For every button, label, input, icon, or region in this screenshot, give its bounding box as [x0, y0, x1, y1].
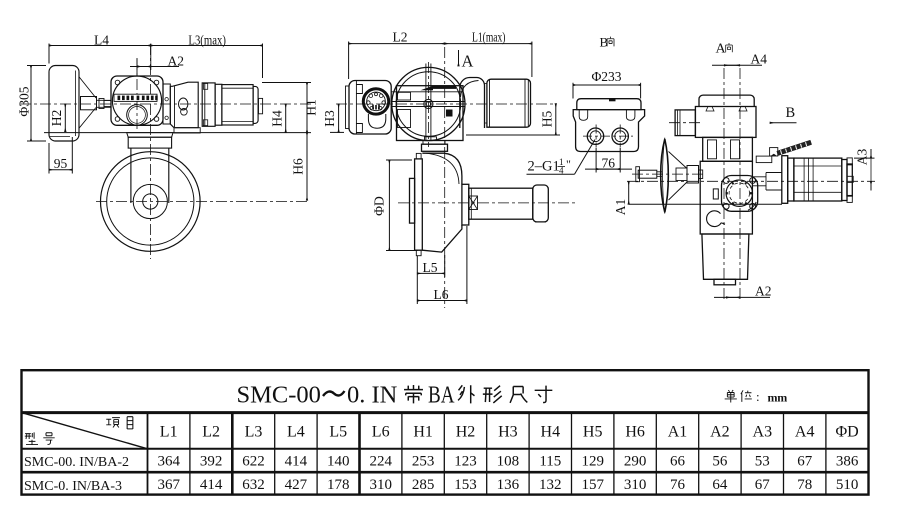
svg-text:H2: H2	[49, 110, 64, 127]
svg-text:ΦD: ΦD	[372, 196, 387, 216]
svg-text:67: 67	[797, 453, 813, 469]
svg-text:427: 427	[285, 477, 308, 493]
svg-text:H6: H6	[291, 158, 306, 175]
svg-text:76: 76	[601, 156, 615, 171]
svg-text:56: 56	[712, 453, 728, 469]
svg-text:129: 129	[581, 453, 604, 469]
svg-text:2–G1: 2–G1	[528, 159, 560, 175]
svg-text:A3: A3	[753, 424, 773, 441]
svg-text:L3: L3	[245, 424, 263, 441]
svg-text:B: B	[786, 105, 796, 121]
svg-text:L1(max): L1(max)	[472, 30, 506, 45]
svg-text:632: 632	[242, 477, 265, 493]
svg-text:136: 136	[497, 477, 520, 493]
svg-text:SMC-0. IN/BA-3: SMC-0. IN/BA-3	[24, 479, 122, 494]
svg-text:ΦD: ΦD	[835, 424, 858, 441]
svg-text:H5: H5	[540, 111, 555, 128]
svg-text:140: 140	[327, 453, 350, 469]
svg-text:178: 178	[327, 477, 350, 493]
svg-text:L3(max): L3(max)	[188, 33, 226, 48]
svg-text:A2: A2	[755, 284, 772, 299]
svg-text:Φ305: Φ305	[17, 86, 32, 116]
svg-text:L6: L6	[372, 424, 390, 441]
svg-text:H3: H3	[498, 424, 518, 441]
svg-text:66: 66	[670, 453, 686, 469]
svg-text:": "	[566, 157, 571, 171]
svg-text:224: 224	[369, 453, 392, 469]
svg-text:310: 310	[369, 477, 392, 493]
svg-text:SMC-00. IN/BA-2: SMC-00. IN/BA-2	[24, 455, 129, 470]
svg-text:414: 414	[200, 477, 223, 493]
svg-text:L2: L2	[202, 424, 220, 441]
svg-text:A3: A3	[855, 149, 870, 166]
svg-text:L5: L5	[423, 260, 438, 275]
svg-text:SMC-00: SMC-00	[237, 382, 321, 409]
svg-text:L4: L4	[287, 424, 305, 441]
svg-text:L4: L4	[94, 33, 109, 48]
svg-text:L5: L5	[329, 424, 347, 441]
svg-text:A1: A1	[613, 199, 628, 216]
svg-text:67: 67	[755, 477, 771, 493]
svg-text:510: 510	[836, 477, 859, 493]
svg-text:108: 108	[497, 453, 520, 469]
svg-text:B: B	[600, 35, 609, 50]
svg-text:157: 157	[581, 477, 604, 493]
svg-text:4: 4	[559, 166, 564, 176]
svg-text:64: 64	[712, 477, 728, 493]
svg-text:253: 253	[412, 453, 435, 469]
svg-text:L2: L2	[393, 30, 408, 45]
svg-text:132: 132	[539, 477, 562, 493]
svg-text:1: 1	[559, 157, 564, 167]
svg-text:H5: H5	[583, 424, 603, 441]
svg-text:A4: A4	[751, 52, 768, 67]
svg-text:386: 386	[836, 453, 859, 469]
svg-text:78: 78	[797, 477, 812, 493]
svg-text:Φ233: Φ233	[591, 69, 621, 84]
svg-text:76: 76	[670, 477, 686, 493]
svg-text:123: 123	[454, 453, 477, 469]
svg-text:115: 115	[539, 453, 561, 469]
svg-text:0. IN: 0. IN	[347, 382, 398, 409]
svg-text:95: 95	[54, 156, 68, 171]
svg-text:A: A	[716, 42, 727, 57]
svg-text:BA: BA	[428, 382, 455, 409]
svg-text:392: 392	[200, 453, 223, 469]
svg-text:153: 153	[454, 477, 477, 493]
svg-text:L1: L1	[160, 424, 178, 441]
svg-text:367: 367	[157, 477, 180, 493]
svg-text:310: 310	[624, 477, 647, 493]
svg-text:A4: A4	[795, 424, 815, 441]
svg-text:285: 285	[412, 477, 435, 493]
svg-text:53: 53	[755, 453, 770, 469]
svg-text:A: A	[462, 52, 474, 71]
svg-text:A1: A1	[668, 424, 688, 441]
svg-text:A2: A2	[168, 54, 185, 69]
svg-text:622: 622	[242, 453, 265, 469]
svg-text:290: 290	[624, 453, 647, 469]
svg-text:mm: mm	[768, 391, 788, 405]
svg-text:H3: H3	[322, 110, 337, 127]
svg-text:H1: H1	[304, 99, 319, 116]
svg-text:H2: H2	[456, 424, 476, 441]
svg-text:414: 414	[285, 453, 308, 469]
svg-text:H6: H6	[625, 424, 645, 441]
svg-text:H4: H4	[270, 110, 285, 127]
svg-text:H1: H1	[413, 424, 433, 441]
svg-text:A2: A2	[710, 424, 730, 441]
svg-text:364: 364	[157, 453, 180, 469]
svg-text:H4: H4	[541, 424, 561, 441]
svg-text:L6: L6	[434, 287, 449, 302]
svg-text::: :	[756, 389, 760, 404]
